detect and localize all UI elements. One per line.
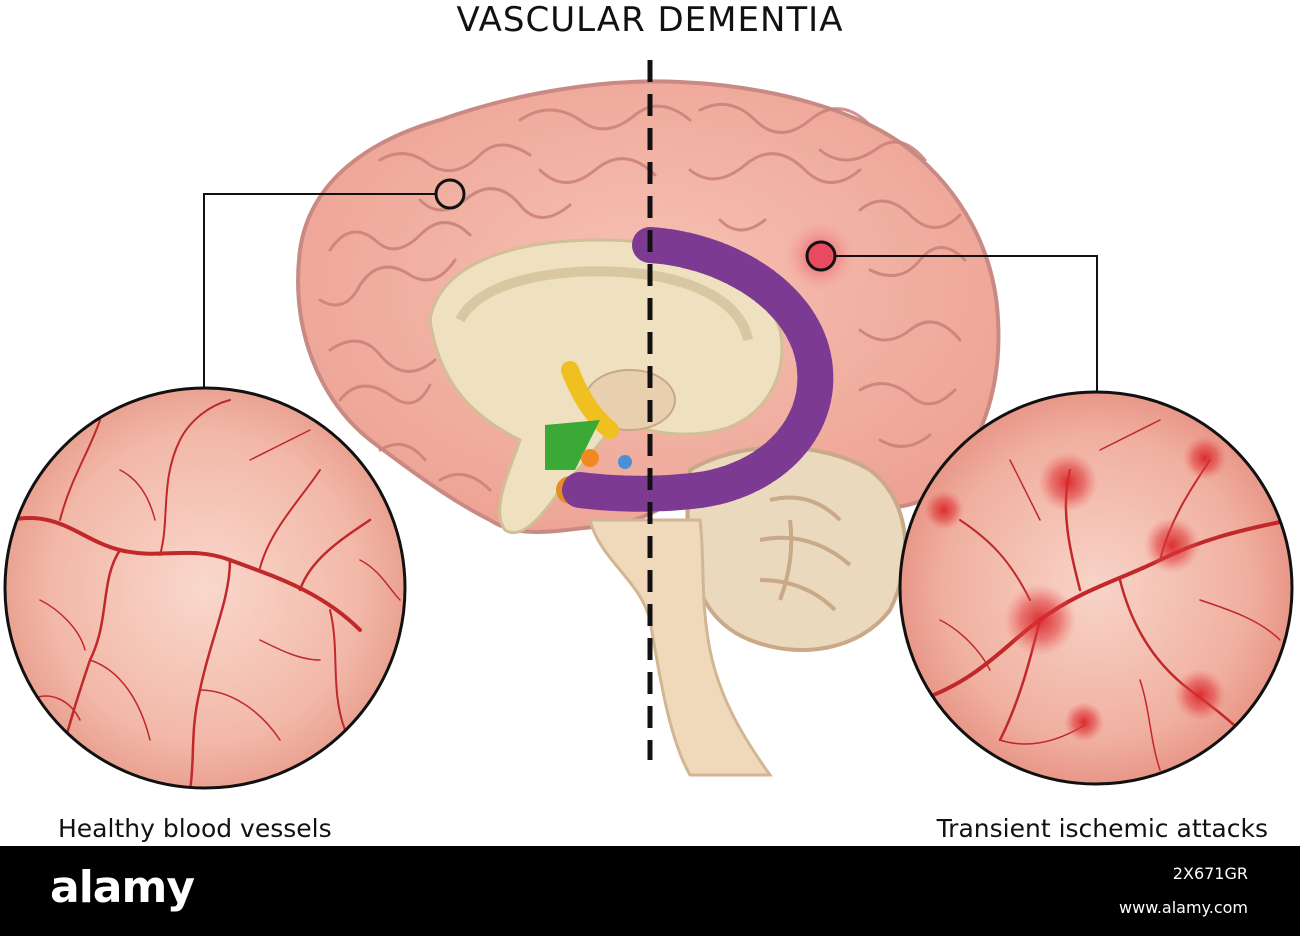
brain-illustration xyxy=(3,60,1294,790)
figure-title: VASCULAR DEMENTIA xyxy=(456,0,844,40)
label-healthy-vessels: Healthy blood vessels xyxy=(58,814,332,843)
leader-lines xyxy=(203,193,1098,392)
website-text: www.alamy.com xyxy=(1119,898,1248,917)
lesions xyxy=(924,436,1227,742)
watermark-logo: alamy xyxy=(50,862,195,913)
tia-vessels-circle xyxy=(898,390,1294,786)
callout-marker-ischemic xyxy=(805,240,837,272)
image-id-text: 2X671GR xyxy=(1172,864,1248,883)
watermark-footer: alamy 2X671GR www.alamy.com xyxy=(0,846,1300,936)
gyri xyxy=(318,102,967,492)
callout-marker-healthy xyxy=(434,178,466,210)
cerebellum xyxy=(685,445,908,652)
hippocampus xyxy=(562,227,834,512)
healthy-vessels-circle xyxy=(3,386,407,790)
brainstem xyxy=(588,518,773,777)
label-tia: Transient ischemic attacks xyxy=(936,814,1268,843)
